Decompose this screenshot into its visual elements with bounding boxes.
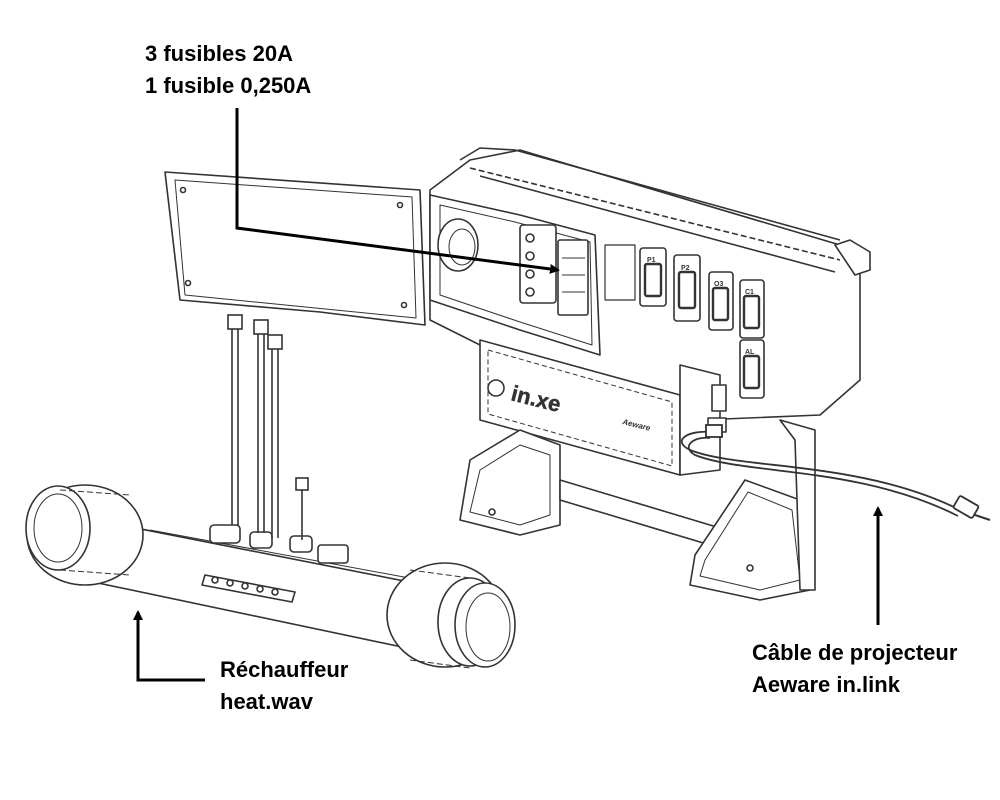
outlet-label-p2: P2 — [681, 265, 690, 272]
heater-callout: Réchauffeur heat.wav — [220, 654, 348, 718]
outlet-p2 — [673, 254, 701, 322]
fuses-callout-line1: 3 fusibles 20A — [145, 41, 293, 66]
outlet-label-al: AL — [745, 349, 755, 356]
leader-fuses — [235, 108, 560, 274]
mounting-stand — [459, 419, 816, 601]
cable-callout-line1: Câble de projecteur — [752, 640, 958, 665]
outlet-label-c1: C1 — [745, 289, 754, 296]
cover-door — [164, 171, 426, 326]
outlet-o3 — [708, 271, 734, 331]
fuses-callout-line2: 1 fusible 0,250A — [145, 73, 312, 98]
heater-tube — [25, 484, 516, 669]
outlet-label-p1: P1 — [647, 257, 656, 264]
cable-callout-line2: Aeware in.link — [752, 672, 900, 697]
projector-cable — [680, 424, 991, 521]
fuses-callout: 3 fusibles 20A 1 fusible 0,250A — [145, 38, 311, 102]
outlet-label-o3: O3 — [714, 281, 723, 288]
outlet-al — [739, 339, 765, 399]
heater-callout-line1: Réchauffeur — [220, 657, 349, 682]
cable-callout: Câble de projecteur Aeware in.link — [752, 637, 957, 701]
heater-leads — [227, 314, 309, 540]
outlet-labels: P1 P2 O3 C1 AL — [647, 257, 755, 356]
leader-heater — [133, 610, 205, 682]
heater-callout-line2: heat.wav — [220, 689, 313, 714]
outlet-p1 — [639, 247, 667, 307]
outlet-c1 — [739, 279, 765, 339]
